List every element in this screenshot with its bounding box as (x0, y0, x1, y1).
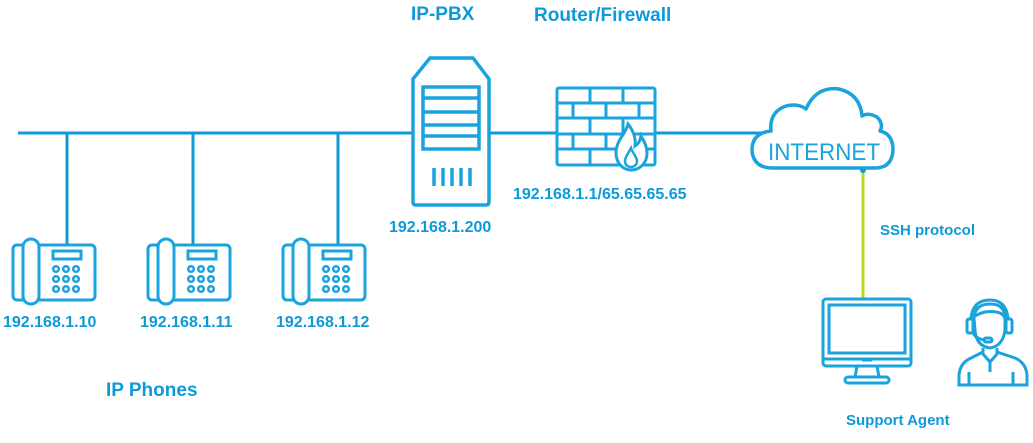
cloud-icon[interactable]: INTERNET (750, 86, 895, 170)
phone-ip-label: 192.168.1.10 (3, 314, 97, 331)
desk-phone-icon[interactable] (281, 237, 367, 306)
phone-ip-label: 192.168.1.12 (276, 314, 370, 331)
firewall-brick-wall-icon[interactable] (555, 86, 657, 172)
router-title: Router/Firewall (534, 5, 672, 26)
server-tower-icon[interactable] (411, 56, 491, 207)
ip-phones-group-label: IP Phones (106, 380, 198, 401)
desk-phone-icon[interactable] (11, 237, 97, 306)
desk-phone-icon[interactable] (146, 237, 232, 306)
desktop-monitor-icon[interactable] (821, 297, 913, 385)
ssh-protocol-label: SSH protocol (880, 222, 976, 239)
pbx-title: IP-PBX (411, 4, 475, 25)
phone-ip-label: 192.168.1.11 (140, 314, 233, 331)
pbx-ip-label: 192.168.1.200 (389, 219, 492, 236)
support-agent-label: Support Agent (846, 412, 950, 429)
headset-agent-icon[interactable] (957, 298, 1029, 387)
internet-label: INTERNET (768, 139, 880, 166)
router-ip-label: 192.168.1.1/65.65.65.65 (513, 186, 687, 203)
